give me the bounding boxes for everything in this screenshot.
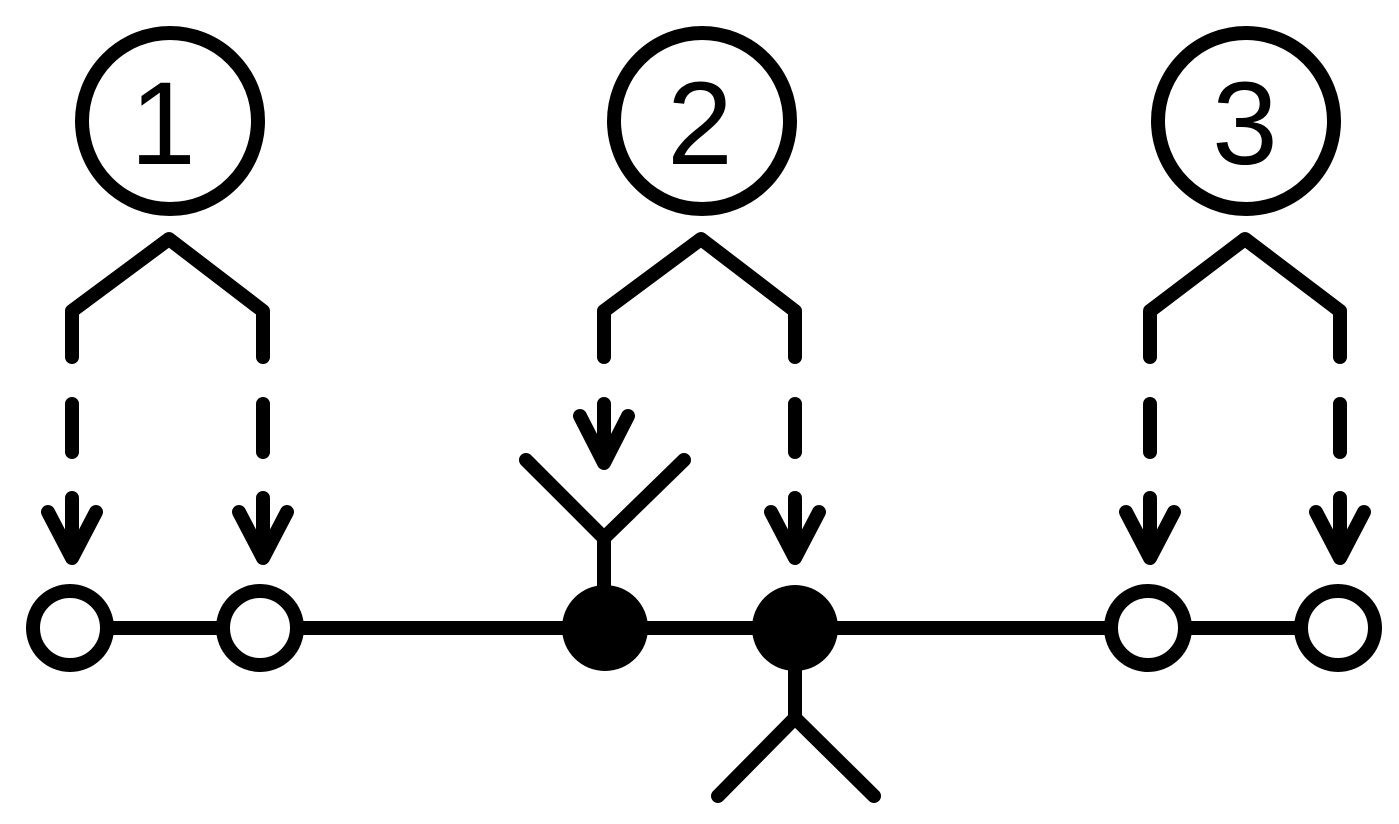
filled-node-1 — [562, 585, 648, 671]
group-3-badge-circle — [1151, 26, 1341, 216]
group-1-arrow-right — [232, 491, 294, 565]
group-2-arrow-left — [573, 397, 635, 470]
open-node-2 — [216, 584, 304, 672]
group-3-bracket — [1143, 232, 1347, 364]
group-1 — [41, 26, 294, 565]
open-node-3 — [1104, 584, 1192, 672]
upper-branch — [519, 453, 691, 597]
open-node-1 — [26, 584, 114, 672]
group-3-arrow-right — [1309, 491, 1371, 565]
group-1-label: 1 — [130, 58, 196, 190]
group-2 — [519, 26, 881, 803]
group-2-badge-circle — [607, 26, 797, 216]
group-2-arrow-right — [764, 491, 826, 565]
group-1-bracket — [65, 232, 270, 364]
group-2-bracket — [597, 232, 802, 364]
open-node-4 — [1294, 584, 1382, 672]
lower-branch — [711, 661, 881, 803]
group-2-label: 2 — [667, 58, 733, 190]
group-3-label: 3 — [1212, 58, 1278, 190]
filled-node-2 — [752, 585, 838, 671]
group-3 — [1119, 26, 1371, 565]
group-1-arrow-left — [41, 491, 103, 565]
group-3-arrow-left — [1119, 491, 1181, 565]
group-1-badge-circle — [75, 26, 265, 216]
